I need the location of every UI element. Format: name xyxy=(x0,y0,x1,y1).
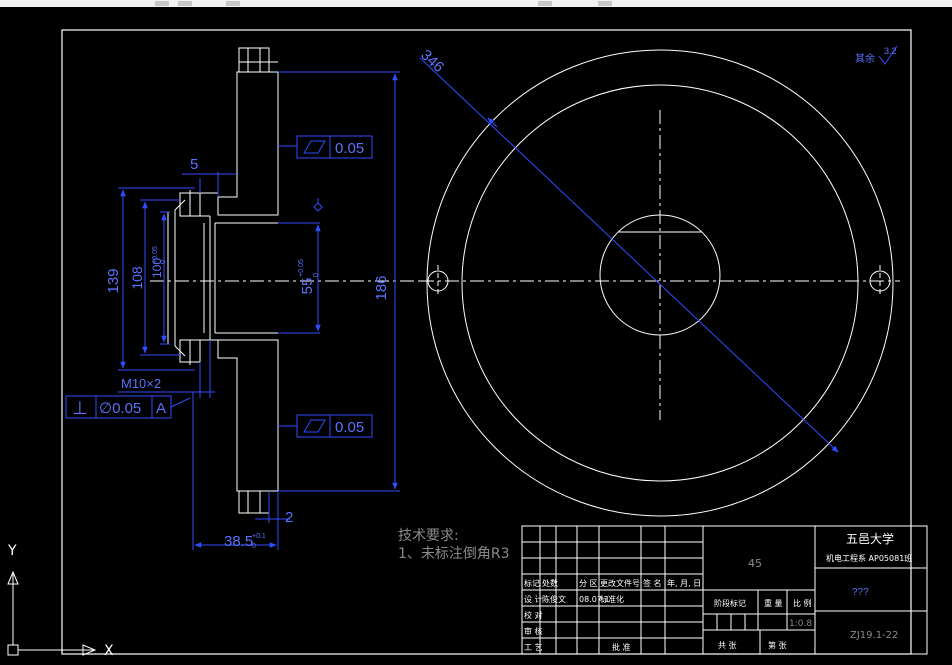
drawing-frame xyxy=(61,29,912,655)
ucs-x-label: X xyxy=(104,643,114,659)
tb-material: 45 xyxy=(748,557,762,570)
tb-design-label: 设 计 xyxy=(524,594,543,604)
dim-186: 186 xyxy=(373,275,390,300)
tb-approve: 批 准 xyxy=(612,642,631,652)
tb-row-label: 年, 月, 日 xyxy=(667,578,701,588)
perp-datum: A xyxy=(156,400,166,417)
dim-2: 2 xyxy=(285,509,293,526)
roughness-label: 其余 xyxy=(855,52,875,65)
toolbar-icon[interactable] xyxy=(226,1,240,6)
tb-designer: 陈俊文 xyxy=(542,594,566,604)
toolbar-icon[interactable] xyxy=(538,1,552,6)
tb-row-label: 签 名 xyxy=(643,578,662,588)
dim-346: 346 xyxy=(417,46,447,76)
tol-100: +0.05 xyxy=(152,246,159,264)
tb-check: 校 对 xyxy=(524,610,543,620)
tol-55: +0.05 xyxy=(298,259,305,277)
toolbar-icon[interactable] xyxy=(155,1,169,6)
tol-38-low: 0 xyxy=(252,543,256,550)
perp-value: ∅0.05 xyxy=(99,400,141,417)
section-dimensions: 186 55 +0.05 0 139 108 100 +0.05 0 5 xyxy=(105,71,400,550)
tb-part-name: ??? xyxy=(852,587,869,598)
dim-100: 100 xyxy=(150,258,164,278)
flatness-top-value: 0.05 xyxy=(335,140,364,157)
tb-row-label: 更改文件号 xyxy=(600,578,640,588)
toolbar-icon[interactable] xyxy=(598,1,612,6)
tol-38: +0.1 xyxy=(252,533,266,540)
ucs-icon: Y X xyxy=(7,543,114,659)
dim-38: 38.5 xyxy=(224,533,253,550)
perpendicularity-frame: ⊥ ∅0.05 A xyxy=(65,395,191,419)
tb-row-label: 分 区 xyxy=(579,579,598,588)
tb-review: 审 核 xyxy=(524,626,543,636)
tb-drawing-no: ZJ19.1-22 xyxy=(850,630,898,641)
flatness-frame-top: 0.05 xyxy=(278,135,373,159)
tb-date: 08.07.1 xyxy=(579,595,610,604)
tol-100-low: 0 xyxy=(160,260,167,264)
notes-title: 技术要求: xyxy=(398,528,459,544)
tb-row-label: 标记 xyxy=(524,578,540,588)
tb-weight: 重 量 xyxy=(764,598,783,608)
title-block: 五邑大学 机电工程系 AP05081班 45 ??? ZJ19.1-22 1:0… xyxy=(521,525,928,655)
tb-department: 机电工程系 AP05081班 xyxy=(826,553,912,563)
perp-symbol: ⊥ xyxy=(72,398,88,418)
toolbar-strip xyxy=(0,0,952,7)
flatness-bottom-value: 0.05 xyxy=(335,419,364,436)
front-view xyxy=(420,49,900,517)
tb-sheets-total: 共 张 xyxy=(718,641,737,650)
tb-scale: 1:0.8 xyxy=(789,619,812,629)
tb-standardize: 标准化 xyxy=(600,594,624,604)
tb-row-label: 处数 xyxy=(542,578,558,588)
tb-stage-mark: 阶段标记 xyxy=(714,598,746,608)
dim-139: 139 xyxy=(105,268,122,293)
notes-line1: 1、未标注倒角R3 xyxy=(398,546,510,562)
tb-university: 五邑大学 xyxy=(846,531,894,546)
dim-thread: M10×2 xyxy=(121,376,161,391)
ucs-y-label: Y xyxy=(7,543,17,559)
flatness-frame-bottom: 0.05 xyxy=(278,414,373,438)
roughness-value: 3.2 xyxy=(884,46,897,56)
roughness-note: 其余 3.2 xyxy=(855,45,898,65)
tb-ratio: 比 例 xyxy=(793,598,812,608)
toolbar-icon[interactable] xyxy=(178,1,192,6)
dim-108: 108 xyxy=(129,266,145,290)
tb-process: 工 艺 xyxy=(524,643,543,652)
tol-55-low: 0 xyxy=(313,273,320,277)
tb-sheet-no: 第 张 xyxy=(768,640,787,650)
dim-5: 5 xyxy=(190,156,198,173)
dim-55: 55 xyxy=(299,278,316,295)
diameter-346-dimension: 346 xyxy=(417,46,839,453)
